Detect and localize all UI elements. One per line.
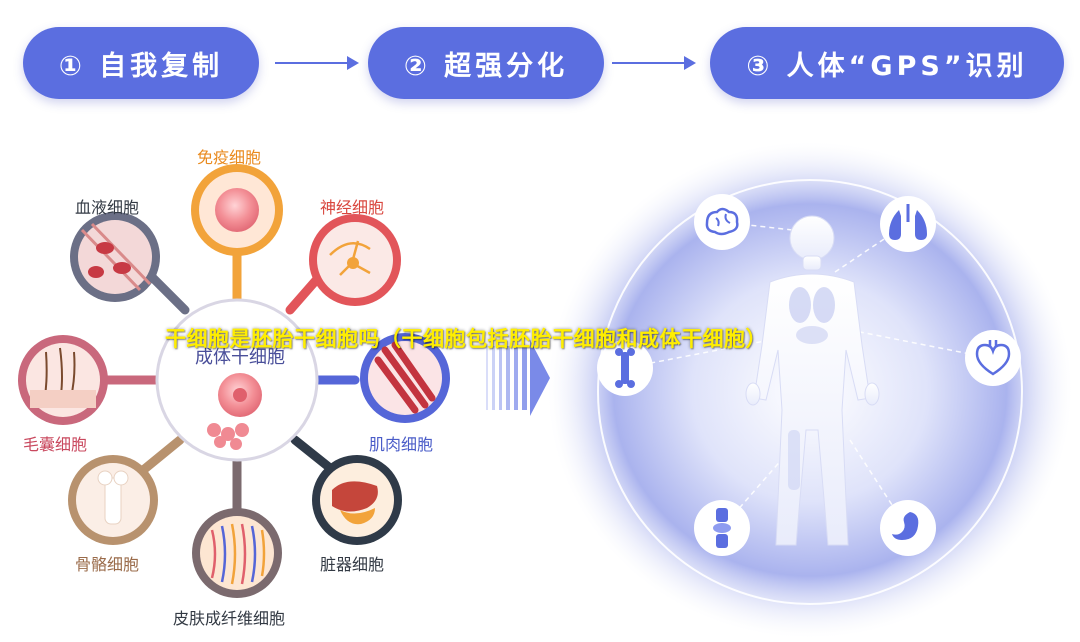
muscle-cell-circle bbox=[360, 333, 450, 423]
bone-icon-circle bbox=[597, 340, 653, 396]
joint-icon-circle bbox=[694, 500, 750, 556]
blood-cell-circle bbox=[70, 212, 160, 302]
heart-icon-circle bbox=[965, 330, 1021, 386]
step-arrow-2 bbox=[612, 56, 696, 70]
step-arrow-1 bbox=[275, 56, 359, 70]
step-2-pill: ② 超强分化 bbox=[368, 27, 604, 99]
organ-cell-circle bbox=[312, 455, 402, 545]
bone-cell-circle bbox=[68, 455, 158, 545]
label-organ-cell: 脏器细胞 bbox=[320, 555, 385, 574]
step-1-label: ① 自我复制 bbox=[58, 50, 224, 82]
label-hair-cell: 毛囊细胞 bbox=[23, 435, 88, 454]
step-1-pill: ① 自我复制 bbox=[23, 27, 259, 99]
step-3-label: ③ 人体“GPS”识别 bbox=[746, 50, 1028, 82]
label-muscle-cell: 肌肉细胞 bbox=[369, 435, 434, 454]
step-2-label: ② 超强分化 bbox=[403, 50, 569, 82]
step-3-pill: ③ 人体“GPS”识别 bbox=[710, 27, 1064, 99]
lungs-icon-circle bbox=[880, 196, 936, 252]
orbit-ring bbox=[597, 179, 1023, 605]
transition-arrow bbox=[486, 340, 550, 416]
stomach-icon-circle bbox=[880, 500, 936, 556]
immune-cell-circle bbox=[191, 164, 283, 256]
label-immune-cell: 免疫细胞 bbox=[197, 148, 262, 167]
label-bone-cell: 骨骼细胞 bbox=[75, 555, 140, 574]
nerve-cell-circle bbox=[309, 214, 401, 306]
human-body bbox=[745, 215, 880, 546]
hair-cell-circle bbox=[18, 335, 108, 425]
skin-cell-circle bbox=[192, 508, 282, 598]
label-nerve-cell: 神经细胞 bbox=[320, 198, 385, 217]
center-label: 成体干细胞 bbox=[195, 347, 285, 368]
brain-icon-circle bbox=[694, 194, 750, 250]
overlay-caption: 干细胞是胚胎干细胞吗（干细胞包括胚胎干细胞和成体干细胞） bbox=[165, 327, 767, 351]
label-skin-cell: 皮肤成纤维细胞 bbox=[173, 609, 286, 628]
label-blood-cell: 血液细胞 bbox=[75, 198, 140, 217]
